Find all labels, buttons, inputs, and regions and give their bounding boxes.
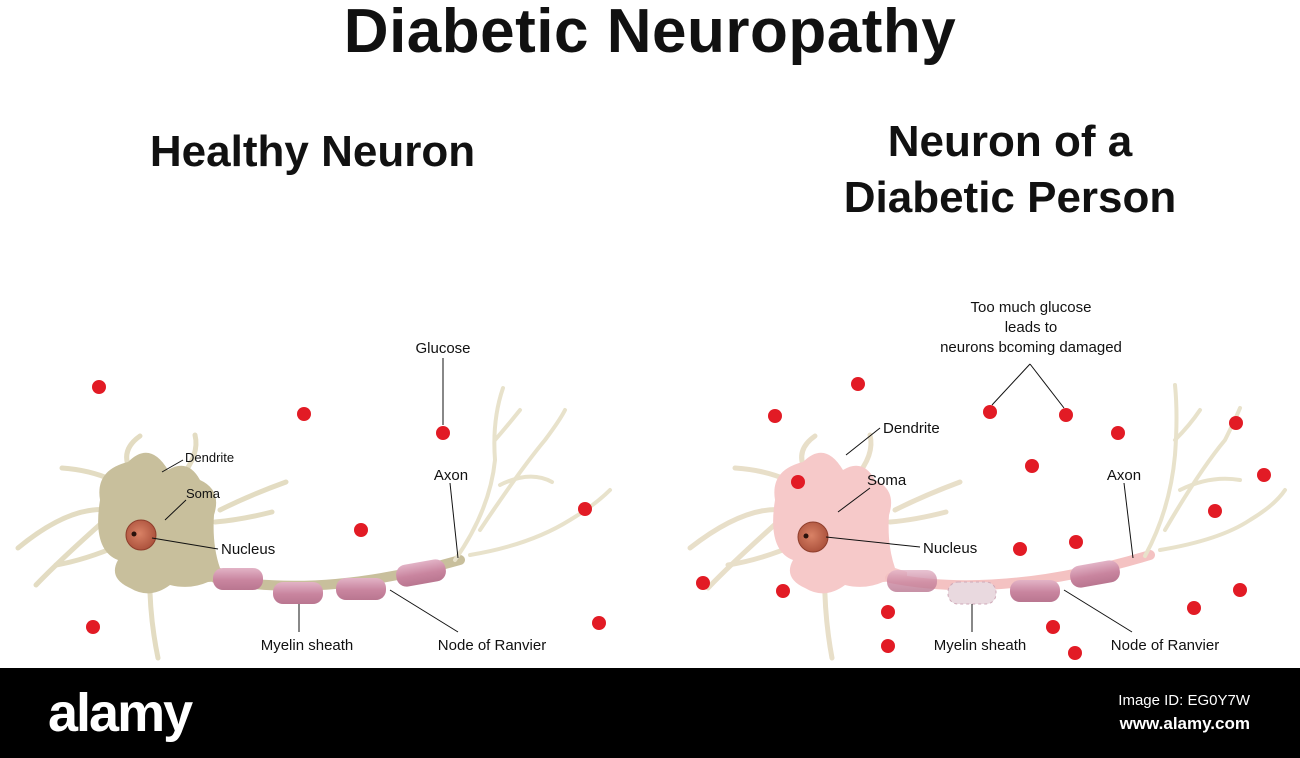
healthy-axon-terminals (453, 386, 612, 562)
glucose-dot (791, 475, 805, 489)
diabetic-nucleus (797, 521, 829, 553)
healthy-soma (98, 452, 232, 594)
diabetic-leader-lines (825, 363, 1134, 633)
healthy-nucleolus (131, 531, 137, 537)
glucose-dot (1229, 416, 1243, 430)
alamy-logo: alamy (48, 683, 193, 743)
watermark-footer: alamy Image ID: EG0Y7W www.alamy.com (0, 668, 1300, 758)
diabetic-annotation-line3: neurons bcoming damaged (940, 339, 1122, 356)
healthy-label-myelin: Myelin sheath (261, 637, 354, 654)
image-id-text: Image ID: EG0Y7W (1118, 692, 1250, 709)
myelin-segment (336, 578, 386, 600)
healthy-label-dendrite: Dendrite (185, 450, 234, 465)
glucose-dot (696, 576, 710, 590)
glucose-dot (1111, 426, 1125, 440)
diabetic-label-soma: Soma (867, 472, 907, 489)
diabetic-label-nucleus: Nucleus (923, 540, 977, 557)
glucose-dot (92, 380, 106, 394)
diabetic-panel-title: Neuron of a Diabetic Person (760, 114, 1260, 226)
diabetic-annotation-line2: leads to (1005, 319, 1058, 336)
diabetic-label-myelin: Myelin sheath (934, 637, 1027, 654)
damaged-myelin-segment (887, 570, 937, 592)
diabetic-label-axon: Axon (1107, 467, 1141, 484)
healthy-label-glucose: Glucose (415, 340, 470, 357)
glucose-dot (1187, 601, 1201, 615)
glucose-dot (1068, 646, 1082, 660)
glucose-dot (354, 523, 368, 537)
glucose-dot (983, 405, 997, 419)
healthy-leader-lines (151, 358, 459, 633)
glucose-dot (86, 620, 100, 634)
site-url-text: www.alamy.com (1119, 714, 1250, 733)
diabetic-neuron: Too much glucose leads to neurons bcomin… (687, 299, 1287, 661)
glucose-dot (436, 426, 450, 440)
diabetic-title-line1: Neuron of a (887, 117, 1133, 166)
neuropathy-diagram: Glucose Dendrite Soma Nucleus Axon Myeli… (15, 299, 1287, 661)
healthy-myelin-sheaths (213, 559, 446, 604)
healthy-label-soma: Soma (186, 486, 221, 501)
glucose-dot (1046, 620, 1060, 634)
glucose-dot (592, 616, 606, 630)
healthy-label-node: Node of Ranvier (438, 637, 546, 654)
healthy-label-nucleus: Nucleus (221, 541, 275, 558)
glucose-dot (1025, 459, 1039, 473)
glucose-dot (776, 584, 790, 598)
glucose-dot (881, 639, 895, 653)
healthy-nucleus (125, 519, 157, 551)
main-title: Diabetic Neuropathy (343, 0, 957, 66)
glucose-dot (1208, 504, 1222, 518)
diabetic-soma (773, 452, 907, 594)
myelin-segment (213, 568, 263, 590)
diabetic-label-node: Node of Ranvier (1111, 637, 1219, 654)
glucose-dot (851, 377, 865, 391)
myelin-segment (1070, 560, 1120, 588)
healthy-glucose-molecules (86, 380, 606, 634)
glucose-dot (1059, 408, 1073, 422)
diabetic-myelin-sheaths (887, 560, 1120, 605)
healthy-label-axon: Axon (434, 467, 468, 484)
glucose-dot (1233, 583, 1247, 597)
healthy-panel-title: Healthy Neuron (149, 127, 476, 176)
myelin-segment (396, 559, 446, 587)
glucose-dot (1013, 542, 1027, 556)
myelin-segment (1010, 580, 1060, 602)
myelin-segment (273, 582, 323, 604)
glucose-dot (1257, 468, 1271, 482)
diabetic-glucose-molecules (696, 377, 1271, 660)
diabetic-label-dendrite: Dendrite (883, 420, 940, 437)
glucose-dot (881, 605, 895, 619)
diabetic-annotation-line1: Too much glucose (971, 299, 1092, 316)
glucose-dot (768, 409, 782, 423)
diabetic-title-line2: Diabetic Person (843, 173, 1177, 222)
damaged-myelin-segment (947, 581, 997, 605)
glucose-dot (578, 502, 592, 516)
glucose-dot (297, 407, 311, 421)
healthy-neuron: Glucose Dendrite Soma Nucleus Axon Myeli… (15, 340, 612, 661)
diabetic-nucleolus (803, 533, 809, 539)
glucose-dot (1069, 535, 1083, 549)
